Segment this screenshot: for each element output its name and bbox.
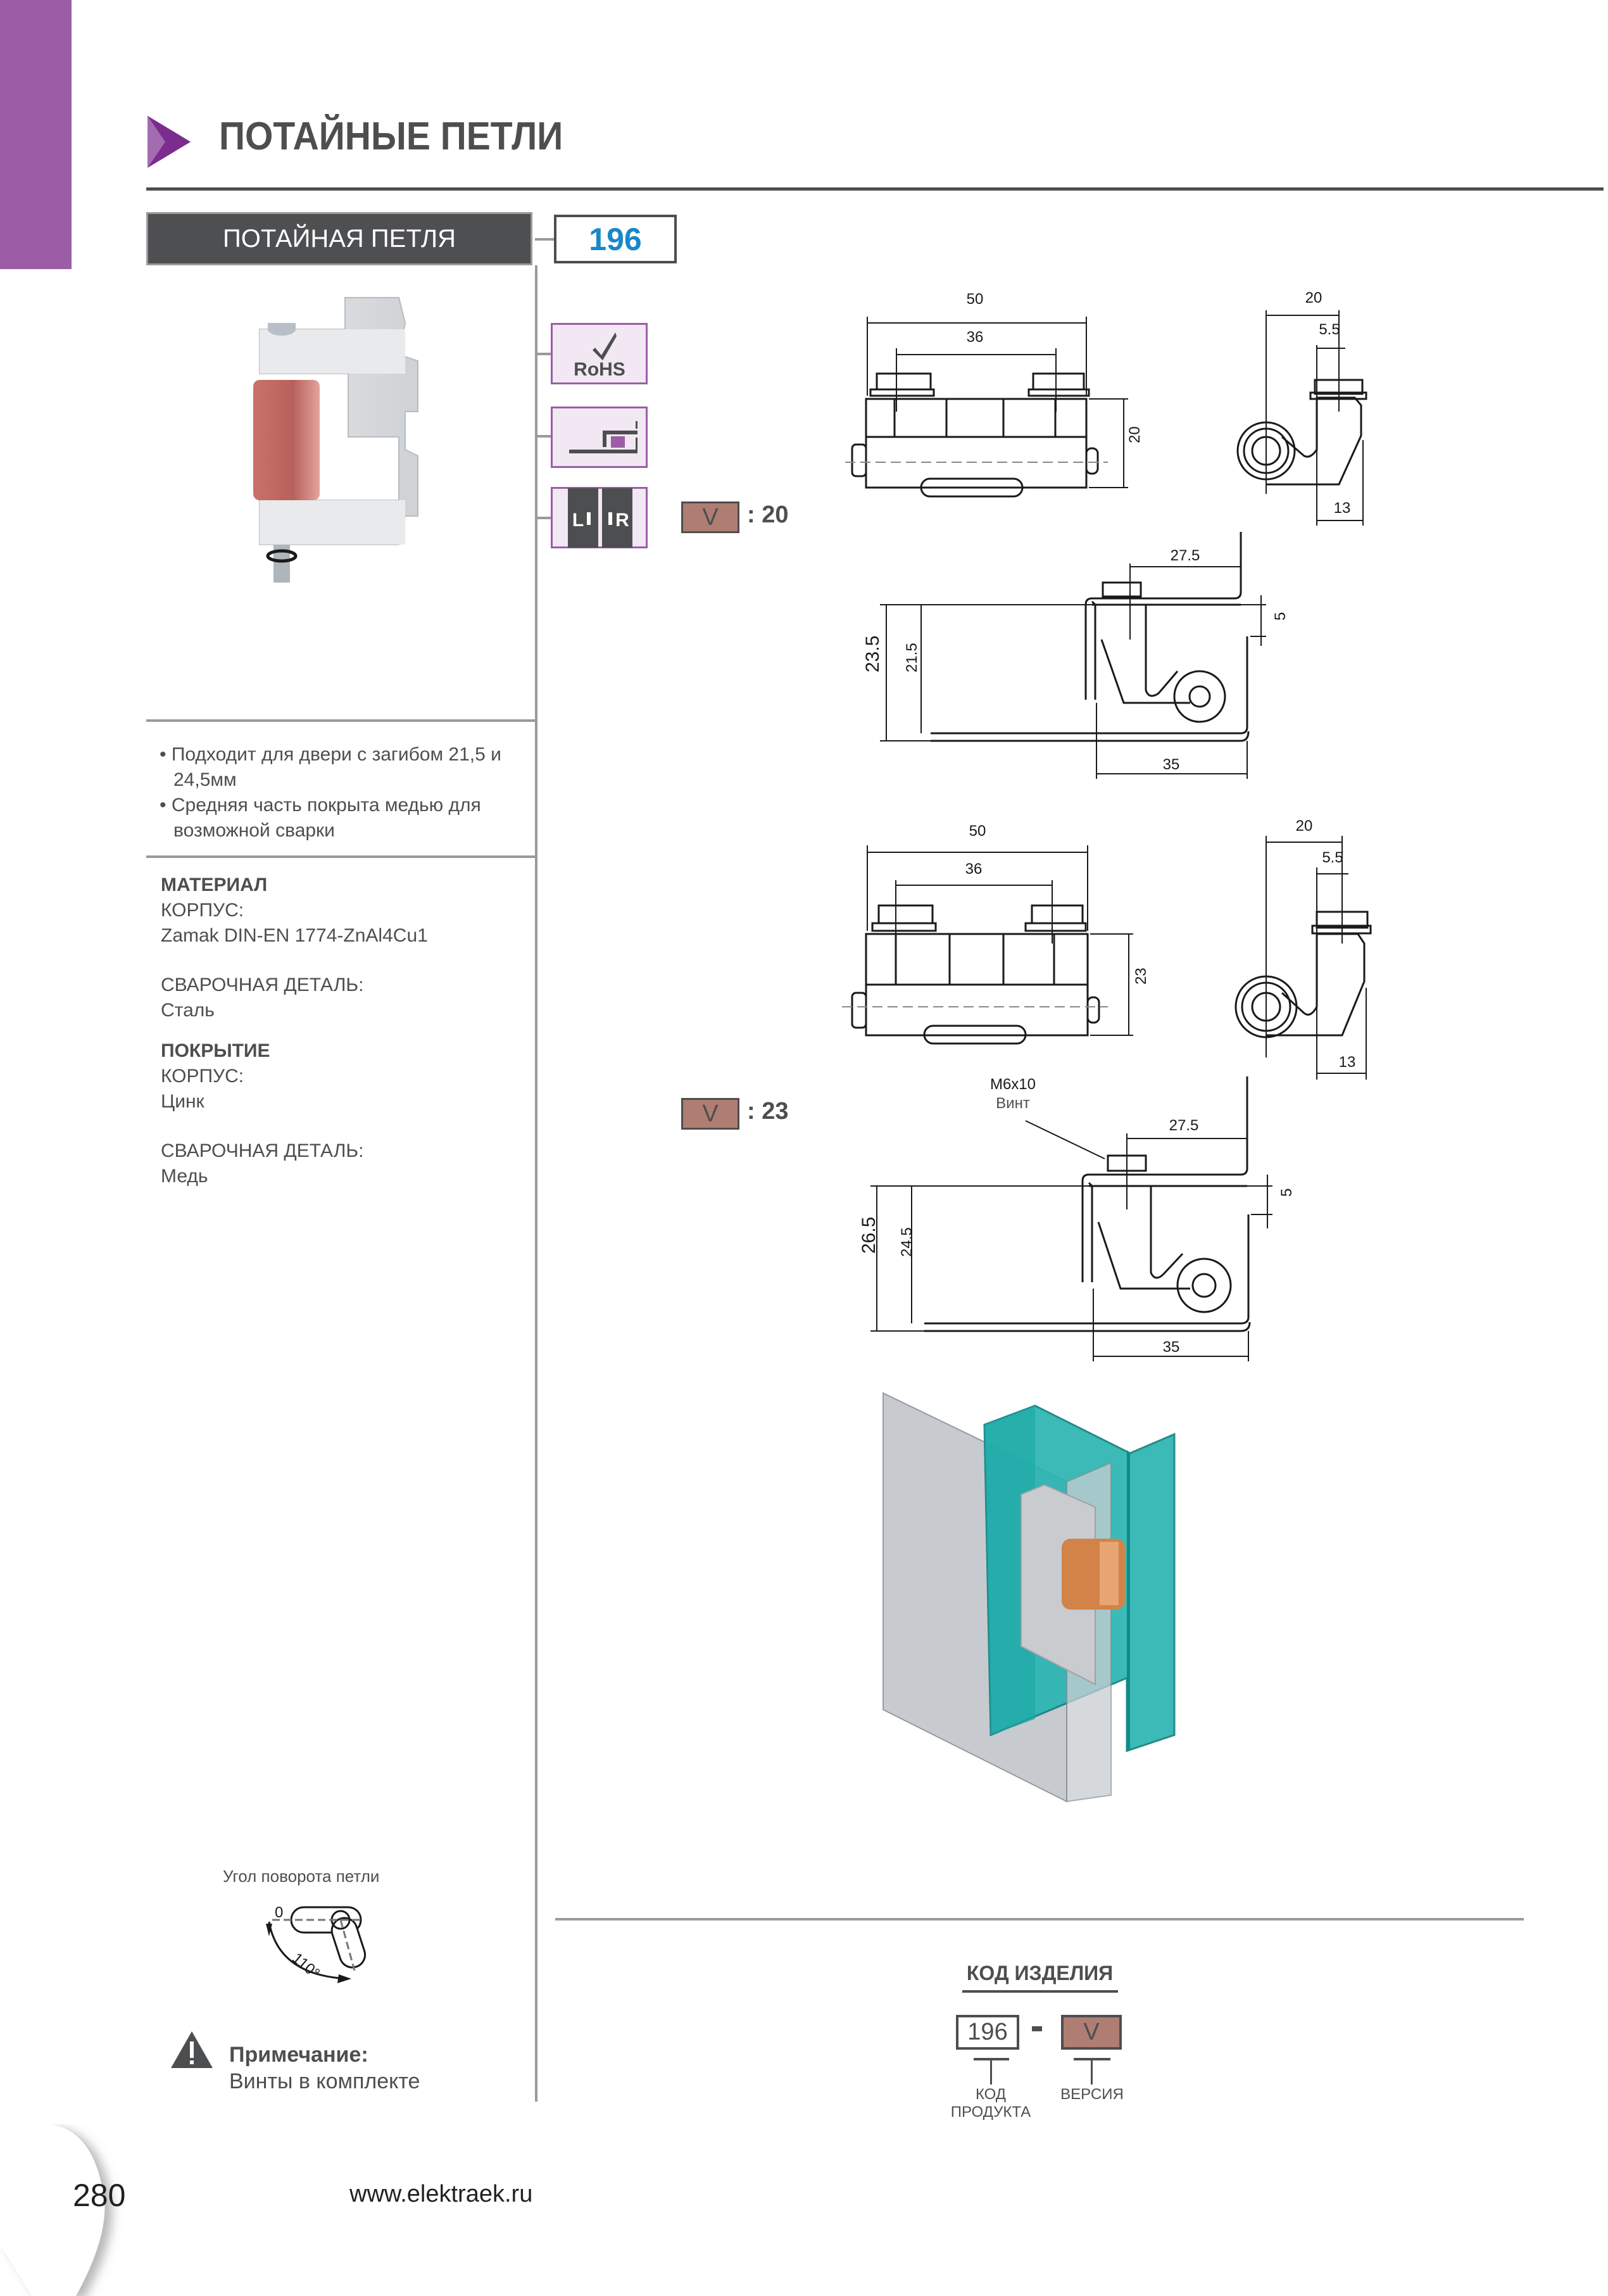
svg-text:27.5: 27.5: [1171, 547, 1200, 564]
coating-heading: ПОКРЫТИЕ: [161, 1040, 270, 1061]
icon-connector: [537, 435, 551, 438]
coating-weld-value: Медь: [161, 1166, 208, 1187]
product-code-box: 196: [554, 215, 677, 263]
code-separator: [1032, 2026, 1042, 2031]
version-badge: V: [681, 501, 739, 533]
rohs-icon: RoHS: [574, 332, 625, 379]
material-heading: МАТЕРИАЛ: [161, 874, 268, 895]
section-color-tab: [0, 0, 72, 269]
column-divider: [535, 265, 537, 2102]
svg-text:27.5: 27.5: [1169, 1117, 1199, 1134]
svg-text:35: 35: [1163, 1339, 1180, 1356]
svg-text:5.5: 5.5: [1319, 321, 1340, 338]
drawing-version-23: 50 36 23 20 5.5 13 M6x10 Винт 27.5 5 26.…: [842, 817, 1372, 1361]
coating-weld-label: СВАРОЧНАЯ ДЕТАЛЬ:: [161, 1140, 364, 1161]
svg-text:5: 5: [1278, 1189, 1295, 1197]
svg-text:36: 36: [965, 861, 983, 878]
material-weld-value: Сталь: [161, 1000, 215, 1021]
svg-text:5: 5: [1272, 612, 1289, 621]
icon-connector: [537, 517, 551, 519]
svg-text:13: 13: [1334, 500, 1351, 517]
svg-text:20: 20: [1296, 817, 1313, 835]
order-version-code: V: [1061, 2015, 1122, 2050]
svg-text:23: 23: [1133, 968, 1150, 985]
mounting-badge: [551, 407, 648, 468]
tee-stem: [990, 2058, 992, 2085]
material-body-value: Zamak DIN-EN 1774-ZnAl4Cu1: [161, 925, 428, 946]
front-view: [851, 904, 1100, 1045]
svg-text:26.5: 26.5: [858, 1217, 879, 1254]
order-code-heading: КОД ИЗДЕЛИЯ: [966, 1962, 1114, 1984]
page-corner-tab: [0, 2124, 105, 2296]
order-product-code: 196: [956, 2015, 1019, 2050]
divider: [146, 719, 536, 722]
side-view: [1234, 911, 1372, 1038]
installation-3d-illustration: [883, 1392, 1176, 1803]
svg-text:5.5: 5.5: [1322, 849, 1343, 866]
note-heading: Примечание:: [229, 2043, 368, 2067]
svg-text:21.5: 21.5: [903, 643, 920, 672]
left-right-icon: L R: [567, 488, 632, 548]
rotation-label: Угол поворота петли: [223, 1867, 380, 1886]
svg-text:RoHS: RoHS: [574, 359, 625, 379]
coating-body-label: КОРПУС:: [161, 1066, 244, 1087]
mounting-type-icon: [568, 420, 638, 453]
svg-text:0: 0: [275, 1904, 283, 1921]
svg-text:110°: 110°: [289, 1950, 323, 1982]
version-badge: V: [681, 1098, 739, 1130]
feature-item: • Средняя часть покрыта медью для возмож…: [160, 795, 481, 841]
icon-connector: [537, 353, 551, 355]
product-photo: [253, 297, 418, 583]
svg-text:20: 20: [1305, 289, 1322, 306]
warning-icon: [171, 2031, 213, 2068]
section-view: [924, 1076, 1251, 1332]
divider: [555, 1918, 1524, 1921]
svg-text:20: 20: [1126, 426, 1143, 443]
svg-text:36: 36: [967, 329, 984, 346]
version-label: ВЕРСИЯ: [1060, 2086, 1124, 2103]
svg-text:Винт: Винт: [996, 1095, 1030, 1112]
svg-text:23.5: 23.5: [862, 636, 883, 672]
note-text: Винты в комплекте: [229, 2069, 420, 2093]
svg-text:35: 35: [1163, 756, 1180, 773]
rohs-badge: RoHS: [551, 323, 648, 384]
svg-text:L: L: [572, 510, 583, 531]
feature-list: • Подходит для двери с загибом 21,5 и 24…: [160, 742, 527, 843]
heading-underline: [962, 1990, 1118, 1993]
feature-item: • Подходит для двери с загибом 21,5 и 24…: [160, 744, 501, 790]
material-weld-label: СВАРОЧНАЯ ДЕТАЛЬ:: [161, 975, 364, 995]
material-spec: МАТЕРИАЛ КОРПУС: Zamak DIN-EN 1774-ZnAl4…: [161, 873, 528, 1189]
section-arrow-icon: [148, 116, 191, 168]
website-url[interactable]: www.elektraek.ru: [349, 2181, 533, 2207]
tee-stem: [1091, 2058, 1093, 2085]
side-view: [1236, 379, 1367, 486]
section-view: [931, 532, 1250, 742]
svg-text:50: 50: [967, 291, 984, 308]
svg-text:M6x10: M6x10: [990, 1076, 1036, 1093]
drawing-version-20: 50 36 20 20 5.5 13 27.5 5 23.5 21.5 35: [845, 289, 1367, 779]
left-right-badge: L R: [551, 487, 648, 548]
header-rule: [146, 187, 1604, 191]
product-name-header: ПОТАЙНАЯ ПЕТЛЯ: [146, 212, 532, 265]
rotation-angle-diagram: 0 110°: [266, 1904, 367, 1983]
svg-text:R: R: [615, 510, 629, 531]
coating-body-value: Цинк: [161, 1091, 204, 1112]
svg-text:13: 13: [1339, 1054, 1356, 1071]
section-title: ПОТАЙНЫЕ ПЕТЛИ: [219, 115, 563, 158]
version-value: : 20: [747, 501, 789, 528]
connector-line: [535, 238, 554, 241]
front-view: [851, 372, 1099, 498]
page-number: 280: [73, 2178, 126, 2213]
svg-text:50: 50: [969, 823, 986, 840]
material-body-label: КОРПУС:: [161, 900, 244, 921]
version-value: : 23: [747, 1098, 789, 1125]
divider: [146, 855, 536, 858]
svg-text:24.5: 24.5: [898, 1227, 915, 1257]
product-code-label: КОД ПРОДУКТА: [950, 2086, 1031, 2121]
